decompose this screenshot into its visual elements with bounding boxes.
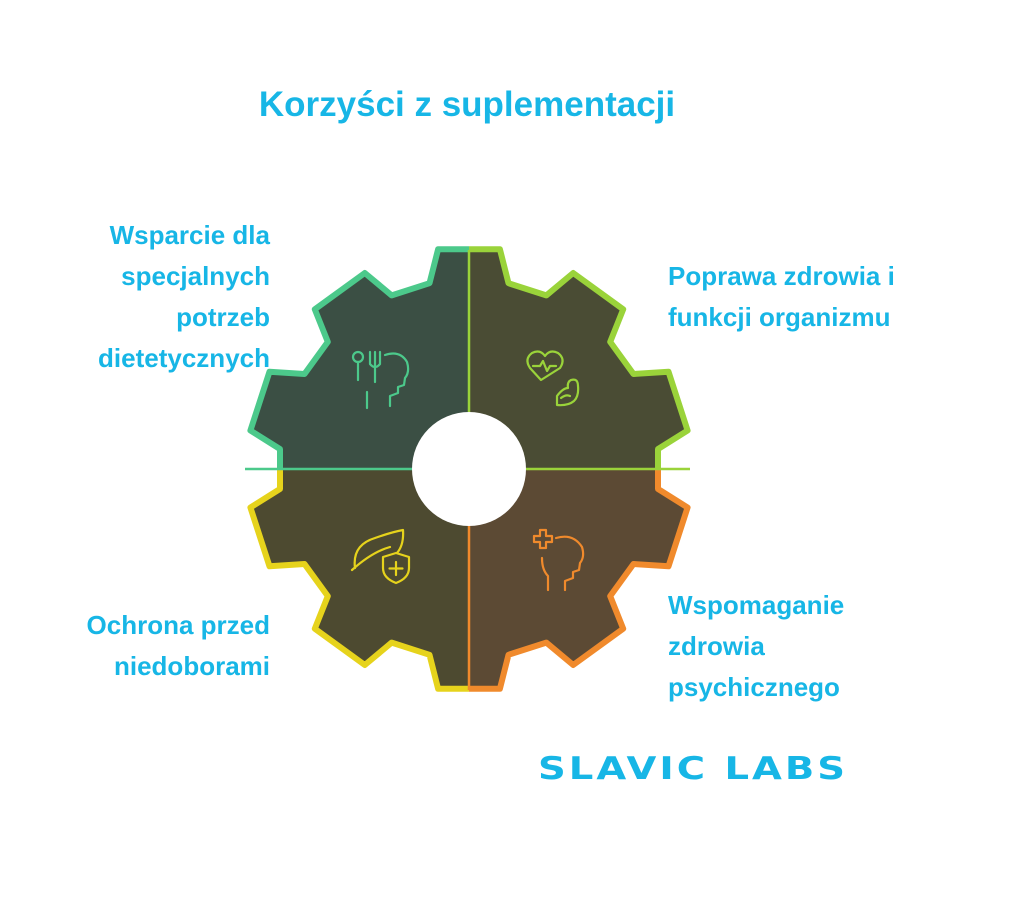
label-dietary-support: Wsparcie dla specjalnych potrzeb dietety… — [98, 215, 270, 379]
label-line: potrzeb — [176, 302, 270, 332]
label-line: Poprawa zdrowia i — [668, 261, 895, 291]
label-line: Wspomaganie — [668, 590, 845, 620]
gear-segment-bottom-right — [469, 469, 691, 692]
segment-fill — [247, 246, 469, 469]
label-line: specjalnych — [121, 261, 270, 291]
leaf-shield-icon — [350, 528, 411, 585]
segment-fill — [469, 469, 691, 692]
label-deficiency-protection: Ochrona przed niedoborami — [87, 605, 270, 687]
label-line: zdrowia — [668, 631, 765, 661]
gear-segment-top-left — [247, 246, 469, 469]
heart-muscle-icon — [526, 350, 580, 407]
label-line: niedoborami — [113, 651, 270, 681]
medical-head-icon — [532, 528, 585, 592]
label-line: Ochrona przed — [86, 610, 270, 640]
label-line: dietetycznych — [98, 343, 270, 373]
label-line: psychicznego — [668, 672, 840, 702]
label-mental-health: Wspomaganie zdrowia psychicznego — [668, 585, 844, 708]
brand-wordmark: SLAVIC LABS — [538, 751, 848, 787]
gear-segment-top-right — [469, 246, 691, 469]
diet-head-icon — [351, 350, 410, 410]
gear-segment-bottom-left — [247, 469, 469, 692]
segment-fill — [469, 246, 691, 469]
label-line: Wsparcie dla — [109, 220, 270, 250]
label-line: funkcji organizmu — [668, 302, 891, 332]
gear-center-hole — [412, 412, 526, 526]
label-health-improvement: Poprawa zdrowia i funkcji organizmu — [668, 256, 895, 338]
segment-fill — [247, 469, 469, 692]
page-title: Korzyści z suplementacji — [258, 85, 676, 124]
